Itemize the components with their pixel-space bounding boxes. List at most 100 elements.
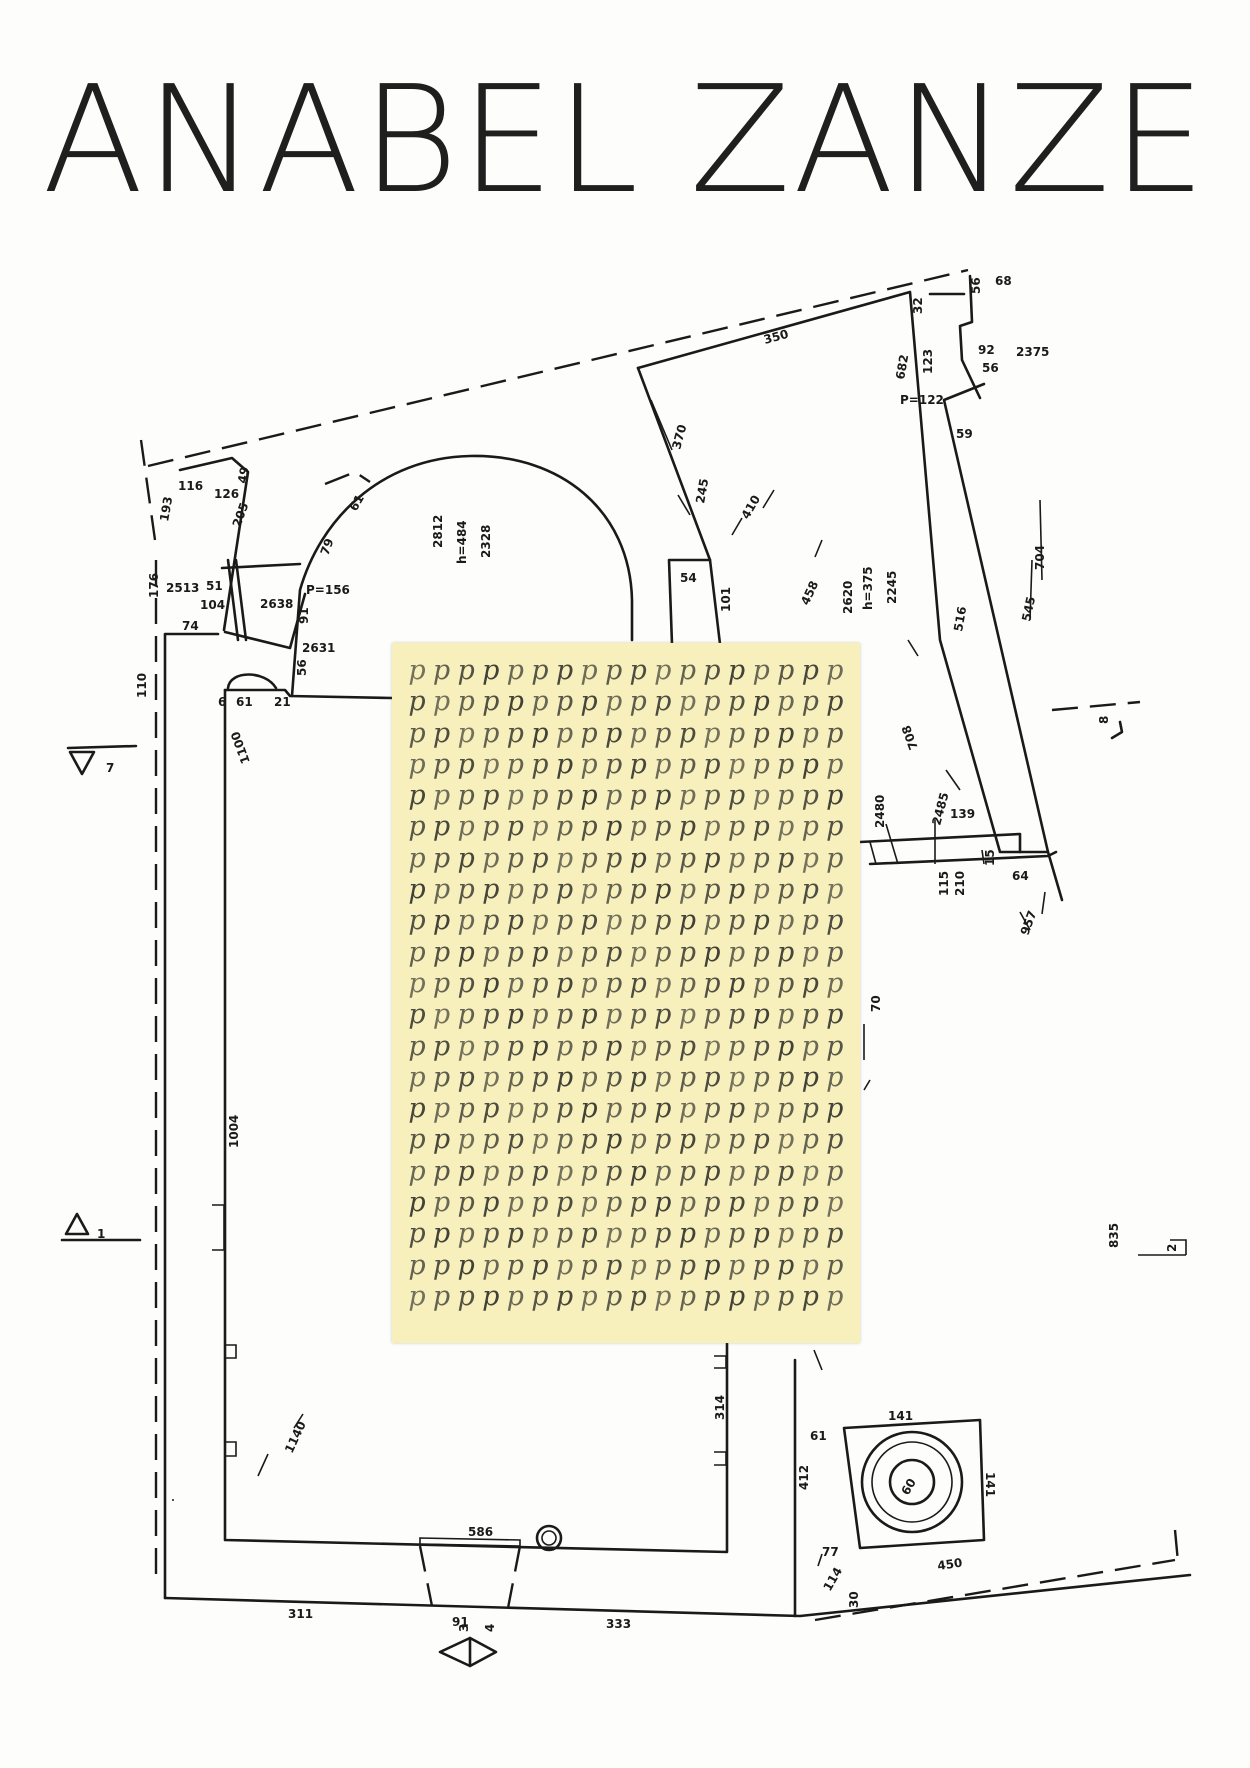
step-ticks	[869, 820, 985, 865]
p-glyph: p	[777, 967, 795, 999]
p-glyph: p	[482, 842, 500, 874]
p-glyph: p	[654, 686, 672, 718]
p-glyph: p	[654, 999, 672, 1031]
p-glyph: p	[629, 1061, 647, 1093]
p-glyph: p	[432, 874, 451, 906]
p-glyph: p	[727, 967, 746, 999]
p-glyph: p	[531, 686, 549, 718]
p-glyph: p	[457, 655, 475, 686]
right-wall-lower	[1046, 850, 1064, 902]
p-glyph: p	[826, 874, 844, 906]
dim-label: 350	[762, 327, 790, 347]
p-glyph: p	[801, 874, 819, 906]
p-glyph: p	[629, 936, 647, 968]
p-glyph: p	[457, 717, 475, 749]
p-glyph: p	[703, 1280, 721, 1312]
dim-label: 21	[274, 695, 291, 709]
p-glyph: p	[801, 1093, 819, 1125]
p-glyph: p	[678, 748, 696, 780]
p-glyph: p	[408, 1249, 426, 1281]
p-glyph: p	[580, 1030, 598, 1062]
p-glyph: p	[555, 1155, 574, 1187]
p-glyph: p	[826, 1249, 844, 1281]
p-glyph: p	[432, 1249, 451, 1281]
p-glyph: p	[703, 717, 721, 749]
p-glyph: p	[727, 874, 746, 906]
p-glyph: p	[678, 1249, 696, 1281]
p-glyph: p	[703, 936, 721, 968]
p-glyph: p	[703, 842, 721, 874]
p-glyph: p	[432, 717, 451, 749]
p-glyph: p	[703, 1124, 721, 1156]
dim-label: 2375	[1016, 345, 1049, 359]
p-glyph: p	[580, 1249, 598, 1281]
p-glyph: p	[826, 1218, 844, 1250]
p-glyph: p	[801, 842, 819, 874]
p-glyph: p	[727, 936, 746, 968]
p-glyph: p	[826, 967, 844, 999]
dim-label: h=484	[455, 520, 469, 564]
p-glyph: p	[678, 655, 696, 686]
p-glyph: p	[580, 655, 598, 686]
p-glyph: p	[555, 1093, 574, 1125]
dim-label: 56	[982, 361, 999, 375]
wall-niche-2	[224, 1344, 237, 1457]
dim-label: 412	[797, 1465, 811, 1490]
p-glyph: p	[703, 1218, 721, 1250]
dim-label: 708	[899, 723, 921, 751]
p-glyph: p	[629, 1093, 647, 1125]
p-glyph: p	[629, 811, 647, 843]
p-glyph: p	[826, 655, 844, 686]
p-glyph: p	[531, 655, 549, 686]
p-glyph: p	[801, 1249, 819, 1281]
p-glyph: p	[457, 1249, 475, 1281]
right-mark	[1110, 720, 1124, 740]
section-marker-3-label: 3	[457, 1624, 471, 1632]
p-glyph: p	[752, 1155, 770, 1187]
dim-label: 70	[869, 995, 883, 1012]
p-glyph: p	[604, 842, 623, 874]
p-glyph: p	[678, 1093, 696, 1125]
well-inner-ring	[888, 1458, 936, 1506]
p-glyph: p	[801, 717, 819, 749]
dim-label: 450	[936, 1556, 963, 1573]
p-glyph: p	[506, 748, 524, 780]
p-glyph: p	[408, 1218, 426, 1250]
p-glyph: p	[777, 1093, 795, 1125]
p-glyph: p	[555, 1280, 574, 1312]
apse-wall	[290, 454, 634, 698]
p-glyph: p	[506, 905, 524, 937]
p-glyph: p	[408, 1187, 426, 1219]
p-glyph: p	[580, 967, 598, 999]
dim-label: 116	[178, 479, 203, 493]
p-glyph: p	[432, 811, 451, 843]
dim-label: 835	[1107, 1223, 1121, 1248]
p-glyph: p	[457, 905, 475, 937]
dimension-ticks	[172, 399, 1046, 1567]
p-glyph: p	[826, 1061, 844, 1093]
dim-label: 32	[911, 297, 925, 314]
p-glyph: p	[678, 1218, 696, 1250]
p-glyph: p	[826, 1280, 844, 1312]
p-glyph: p	[531, 717, 549, 749]
p-glyph: p	[727, 1061, 746, 1093]
p-glyph: p	[629, 842, 647, 874]
p-glyph: p	[777, 874, 795, 906]
p-glyph: p	[531, 1030, 549, 1062]
p-glyph: p	[801, 655, 819, 686]
p-glyph: p	[654, 967, 672, 999]
p-glyph: p	[777, 1030, 795, 1062]
p-glyph: p	[604, 1030, 623, 1062]
p-glyph: p	[408, 1280, 426, 1312]
p-glyph: p	[777, 717, 795, 749]
p-glyph: p	[826, 936, 844, 968]
dim-label: 61	[236, 695, 253, 709]
